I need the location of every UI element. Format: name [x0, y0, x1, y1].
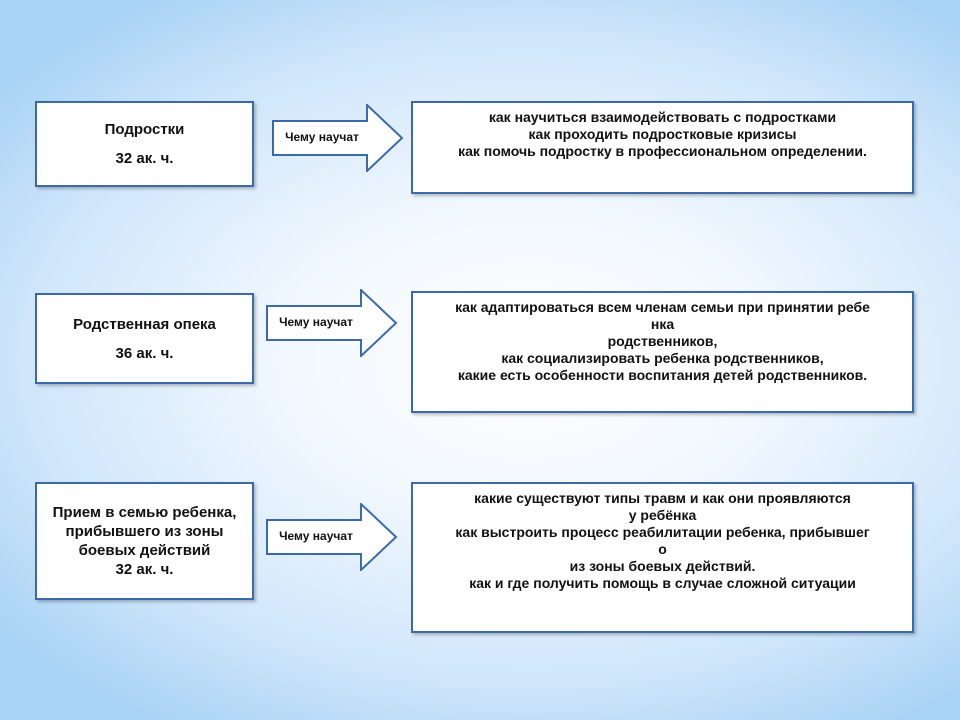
arrow-label: Чему научат — [279, 529, 353, 543]
arrow-what-they-teach: Чему научат — [266, 289, 398, 357]
course-box-teens: Подростки 32 ак. ч. — [35, 101, 254, 187]
outcome-line: как помочь подростку в профессиональном … — [458, 143, 867, 159]
course-box-kinship-care: Родственная опека 36 ак. ч. — [35, 293, 254, 384]
course-title: боевых действий — [78, 542, 211, 559]
course-hours: 32 ак. ч. — [115, 561, 174, 578]
course-title: Прием в семью ребенка, — [52, 504, 237, 521]
outcome-line: у ребёнка — [628, 507, 697, 523]
outcomes-box-kinship-care: как адаптироваться всем членам семьи при… — [411, 291, 914, 413]
right-arrow-icon — [266, 289, 398, 357]
course-title: Родственная опека — [73, 315, 216, 333]
right-arrow-icon — [272, 104, 404, 172]
right-arrow-icon — [266, 503, 398, 571]
arrow-what-they-teach: Чему научат — [272, 104, 404, 172]
outcome-line: как научиться взаимодействовать с подрос… — [488, 109, 837, 125]
outcome-line: как адаптироваться всем членам семьи при… — [455, 299, 870, 315]
outcomes-box-teens: как научиться взаимодействовать с подрос… — [411, 101, 914, 194]
course-title: прибывшего из зоны — [65, 523, 224, 540]
outcome-line: нка — [650, 316, 675, 332]
outcome-line: какие есть особенности воспитания детей … — [457, 367, 868, 383]
outcome-line: как проходить подростковые кризисы — [528, 126, 797, 142]
course-box-war-zone-children: Прием в семью ребенка, прибывшего из зон… — [35, 482, 254, 600]
outcome-line: родственников, — [607, 333, 718, 349]
outcome-line: из зоны боевых действий. — [569, 558, 756, 574]
course-title: Подростки — [104, 121, 185, 138]
course-hours: 32 ак. ч. — [115, 150, 174, 167]
outcome-line: о — [658, 541, 667, 557]
arrow-label: Чему научат — [279, 315, 353, 329]
course-hours: 36 ак. ч. — [115, 344, 174, 362]
outcome-line: как выстроить процесс реабилитации ребен… — [455, 524, 870, 540]
arrow-label: Чему научат — [285, 130, 359, 144]
outcome-line: как и где получить помощь в случае сложн… — [469, 575, 856, 591]
outcome-line: какие существуют типы травм и как они пр… — [474, 490, 851, 506]
arrow-what-they-teach: Чему научат — [266, 503, 398, 571]
outcome-line: как социализировать ребенка родственнико… — [501, 350, 824, 366]
outcomes-box-war-zone-children: какие существуют типы травм и как они пр… — [411, 482, 914, 633]
